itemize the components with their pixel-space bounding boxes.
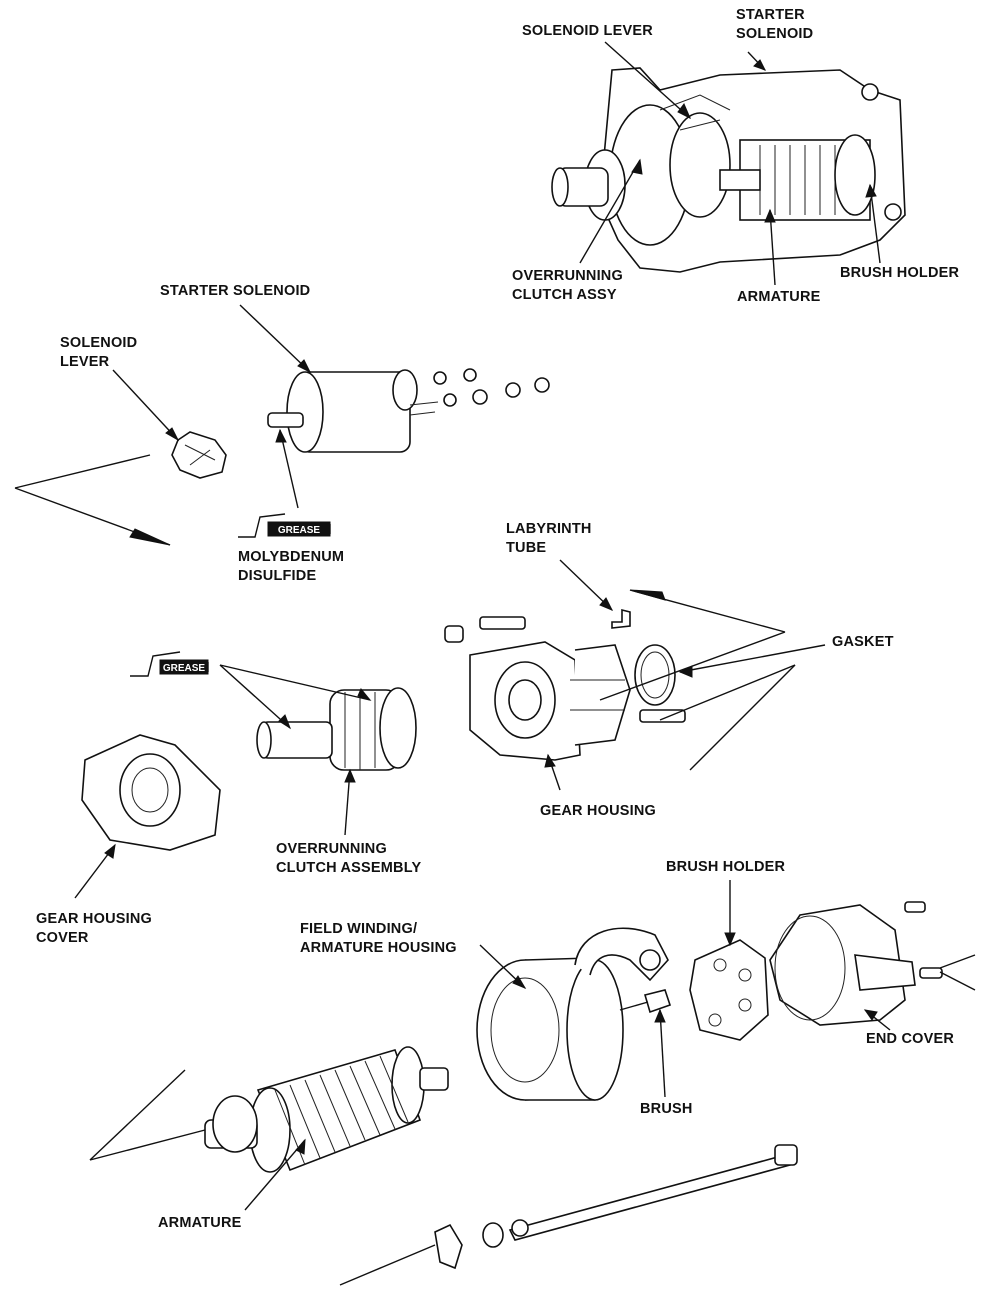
- label-solenoid-lever-line1: SOLENOID: [60, 335, 138, 351]
- label-solenoid-lever-top: SOLENOID LEVER: [522, 22, 653, 41]
- arrowheads: [104, 59, 878, 1155]
- label-brush-holder-top: BRUSH HOLDER: [840, 264, 959, 283]
- label-gear-housing: GEAR HOUSING: [540, 802, 656, 821]
- label-overrunning-clutch-assy-line1: OVERRUNNING: [512, 268, 623, 284]
- label-starter-solenoid-top-line1: STARTER: [736, 7, 805, 23]
- label-gasket: GASKET: [832, 633, 894, 652]
- solenoid-lever-part: [171, 431, 227, 479]
- label-molybdenum-disulfide: MOLYBDENUM DISULFIDE: [238, 548, 344, 586]
- label-solenoid-lever: SOLENOID LEVER: [60, 334, 137, 372]
- label-armature-text: ARMATURE: [158, 1215, 242, 1231]
- grease-tag-upper: GREASE: [238, 513, 331, 538]
- label-field-winding-line2: ARMATURE HOUSING: [300, 940, 457, 956]
- labyrinth-tube-part: [444, 608, 686, 723]
- label-gear-housing-cover: GEAR HOUSING COVER: [36, 910, 152, 948]
- brush-holder-part: [689, 939, 769, 1041]
- grease-tag-lower: GREASE: [130, 651, 209, 677]
- overrunning-clutch-part: [256, 687, 417, 771]
- label-labyrinth-line2: TUBE: [506, 540, 547, 556]
- gear-housing-cover-part: [81, 734, 221, 851]
- through-bolt-part: [434, 1144, 798, 1270]
- label-armature-top: ARMATURE: [737, 288, 821, 307]
- field-winding-housing-part: [476, 927, 672, 1101]
- label-solenoid-lever-top-text: SOLENOID LEVER: [522, 23, 653, 39]
- gear-housing-part: [469, 641, 631, 761]
- starter-solenoid-part: [267, 368, 550, 453]
- label-armature: ARMATURE: [158, 1214, 242, 1233]
- label-molybdenum-line2: DISULFIDE: [238, 568, 317, 584]
- label-overrunning-clutch-assembly-line2: CLUTCH ASSEMBLY: [276, 860, 422, 876]
- label-brush-holder-text: BRUSH HOLDER: [666, 859, 786, 875]
- label-overrunning-clutch-assy-line2: CLUTCH ASSY: [512, 287, 617, 303]
- label-starter-solenoid-text: STARTER SOLENOID: [160, 283, 311, 299]
- label-solenoid-lever-line2: LEVER: [60, 354, 110, 370]
- end-cover-part: [769, 901, 943, 1026]
- label-gasket-text: GASKET: [832, 634, 894, 650]
- label-starter-solenoid-top-line2: SOLENOID: [736, 26, 814, 42]
- assembled-starter: [551, 67, 906, 273]
- label-gear-housing-cover-line2: COVER: [36, 930, 89, 946]
- label-brush-text: BRUSH: [640, 1101, 693, 1117]
- label-brush: BRUSH: [640, 1100, 693, 1119]
- gasket-part: [634, 644, 676, 706]
- label-end-cover: END COVER: [866, 1030, 954, 1049]
- label-labyrinth-line1: LABYRINTH: [506, 521, 592, 537]
- label-overrunning-clutch-assy: OVERRUNNING CLUTCH ASSY: [512, 267, 623, 305]
- grease-tag-lower-text: GREASE: [163, 663, 206, 674]
- label-starter-solenoid-top: STARTER SOLENOID: [736, 6, 813, 44]
- label-end-cover-text: END COVER: [866, 1031, 955, 1047]
- label-brush-holder-top-text: BRUSH HOLDER: [840, 265, 960, 281]
- label-field-winding: FIELD WINDING/ ARMATURE HOUSING: [300, 920, 457, 958]
- label-overrunning-clutch-assembly: OVERRUNNING CLUTCH ASSEMBLY: [276, 840, 421, 878]
- label-labyrinth-tube: LABYRINTH TUBE: [506, 520, 592, 558]
- label-molybdenum-line1: MOLYBDENUM: [238, 549, 345, 565]
- label-gear-housing-cover-line1: GEAR HOUSING: [36, 911, 152, 927]
- label-overrunning-clutch-assembly-line1: OVERRUNNING: [276, 841, 387, 857]
- armature-part: [204, 1046, 449, 1173]
- label-starter-solenoid: STARTER SOLENOID: [160, 282, 310, 301]
- label-field-winding-line1: FIELD WINDING/: [300, 921, 418, 937]
- label-armature-top-text: ARMATURE: [737, 289, 821, 305]
- label-gear-housing-text: GEAR HOUSING: [540, 803, 656, 819]
- label-brush-holder: BRUSH HOLDER: [666, 858, 785, 877]
- grease-tag-upper-text: GREASE: [278, 525, 321, 536]
